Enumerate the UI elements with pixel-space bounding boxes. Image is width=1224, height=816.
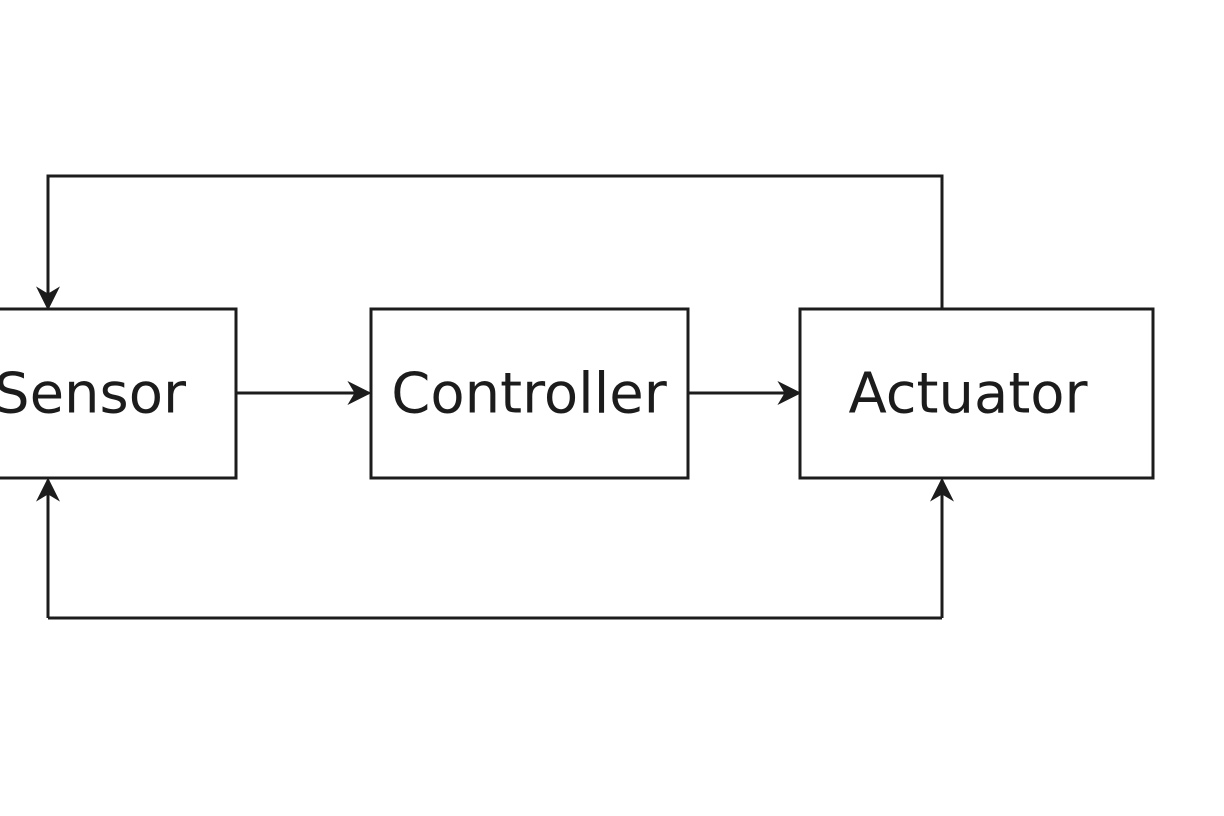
controller-label: Controller [391,362,667,427]
feedback-arrow-actuator-to-sensor [36,174,944,311]
actuator-label: Actuator [848,362,1088,427]
actuator-block: Actuator [798,307,1155,480]
sensor-block: Sensor [0,307,238,480]
sensor-label: Sensor [0,362,187,427]
controller-block: Controller [369,307,690,480]
